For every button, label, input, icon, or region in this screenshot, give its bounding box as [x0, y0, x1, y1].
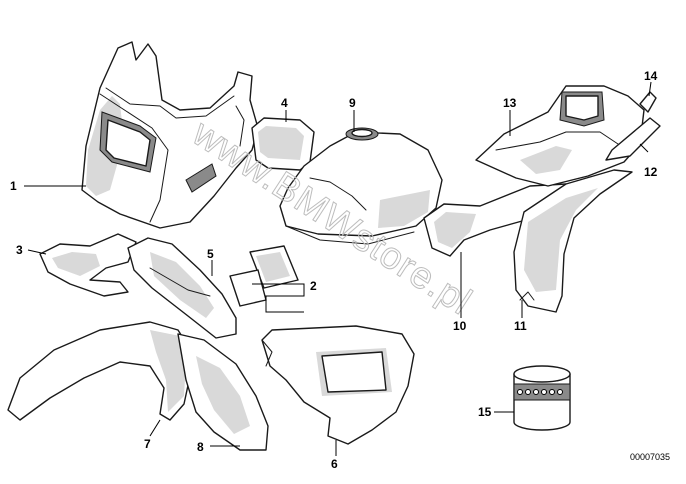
- callout-10: 10: [453, 319, 467, 333]
- callout-15: 15: [478, 405, 492, 419]
- part-5-inner-panel[interactable]: [127, 237, 237, 339]
- callout-12: 12: [644, 165, 658, 179]
- part-9-fuel-tank[interactable]: [279, 127, 443, 245]
- callout-1: 1: [10, 179, 17, 193]
- callout-2: 2: [310, 279, 317, 293]
- callout-14: 14: [644, 69, 658, 83]
- part-12-rail[interactable]: [605, 117, 661, 161]
- callout-labels: 1 2 3 4 5 6 7 8 9 10 11 12 13 14 15: [10, 69, 658, 471]
- callout-3: 3: [16, 243, 23, 257]
- part-13-rear-cowl[interactable]: [475, 85, 645, 187]
- part-3-bracket[interactable]: [39, 233, 137, 297]
- callout-7: 7: [144, 437, 151, 451]
- callout-6: 6: [331, 457, 338, 471]
- callout-5: 5: [207, 247, 214, 261]
- part-8-mudguard-rear[interactable]: [177, 333, 269, 451]
- callout-9: 9: [349, 96, 356, 110]
- callout-8: 8: [197, 440, 204, 454]
- diagram-ref: 00007035: [630, 452, 670, 462]
- callout-4: 4: [281, 96, 288, 110]
- callout-13: 13: [503, 96, 517, 110]
- part-6-lower-fairing[interactable]: [261, 325, 415, 445]
- callout-11: 11: [514, 319, 527, 333]
- part-15-paint-tin[interactable]: [513, 365, 571, 431]
- part-1-front-fairing[interactable]: [81, 41, 259, 229]
- part-2-grilles[interactable]: [229, 245, 299, 307]
- leader-lines: [24, 81, 652, 456]
- part-7-mudguard[interactable]: [7, 321, 191, 421]
- tin-dots: [517, 389, 563, 395]
- part-4-cover[interactable]: [251, 117, 315, 171]
- part-14-bracket[interactable]: [639, 91, 657, 113]
- part-11-side-panel[interactable]: [513, 169, 633, 313]
